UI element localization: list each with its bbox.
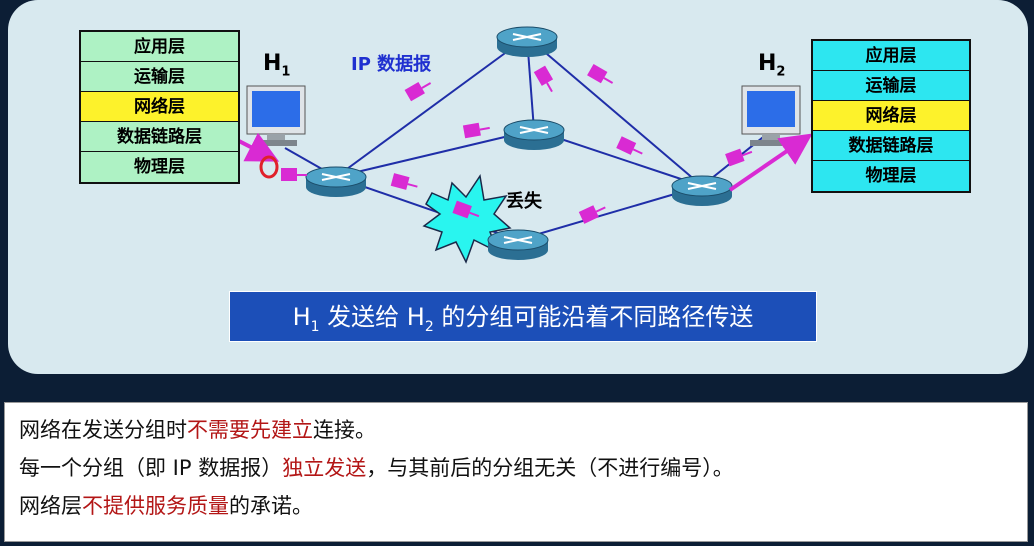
router-icon — [487, 229, 549, 260]
packet-icon — [462, 122, 490, 139]
router-icon — [671, 175, 733, 206]
h2-datalink-layer: 数据链路层 — [813, 131, 969, 161]
h2-transport-layer: 运输层 — [813, 71, 969, 101]
ip-datagram-label: IP 数据报 — [351, 54, 432, 75]
packet-icon — [725, 148, 753, 167]
h2-label: H2 — [758, 51, 786, 80]
h2-physical-layer: 物理层 — [813, 161, 969, 191]
link-bot-right — [517, 185, 703, 241]
link-top-right — [526, 36, 703, 187]
h1-label: H1 — [263, 51, 291, 80]
h2-application-layer: 应用层 — [813, 41, 969, 71]
note-line-3: 网络层不提供服务质量的承诺。 — [19, 494, 313, 518]
packet-icon — [452, 200, 480, 219]
lost-label: 丢失 — [506, 191, 542, 212]
packet-icon — [578, 205, 606, 224]
h1-application-layer: 应用层 — [81, 32, 238, 62]
note-line-1: 网络在发送分组时不需要先建立连接。 — [19, 418, 376, 442]
h1-datalink-layer: 数据链路层 — [81, 122, 238, 152]
h2-network-layer: 网络层 — [813, 101, 969, 131]
link-r1-mid — [335, 129, 535, 178]
router-icon — [503, 119, 565, 150]
packet-icon — [390, 173, 418, 190]
router-icon — [496, 26, 558, 57]
router-icon — [305, 26, 733, 260]
note-line-2: 每一个分组（即 IP 数据报）独立发送，与其前后的分组无关（不进行编号）。 — [19, 456, 734, 480]
computer-icon — [246, 85, 306, 146]
h1-protocol-stack: 应用层 运输层 网络层 数据链路层 物理层 — [79, 30, 240, 184]
network-diagram — [197, 26, 813, 264]
h1-transport-layer: 运输层 — [81, 62, 238, 92]
packet-icon — [587, 63, 614, 84]
h1-network-layer: 网络层 — [81, 92, 238, 122]
path-arrow-h2 — [728, 133, 813, 192]
h2-protocol-stack: 应用层 运输层 网络层 数据链路层 物理层 — [811, 39, 971, 193]
link-r1-top — [335, 36, 528, 178]
h1-physical-layer: 物理层 — [81, 152, 238, 182]
router-icon — [305, 166, 367, 197]
packet-icon — [616, 136, 643, 155]
packet-icon — [404, 81, 432, 102]
computer-icon — [741, 85, 801, 146]
packet-icon — [281, 168, 307, 181]
notes-box: 网络在发送分组时不需要先建立连接。 每一个分组（即 IP 数据报）独立发送，与其… — [4, 402, 1028, 542]
packet-icon — [533, 65, 554, 93]
diagram-caption: H1 发送给 H2 的分组可能沿着不同路径传送 — [229, 291, 817, 342]
